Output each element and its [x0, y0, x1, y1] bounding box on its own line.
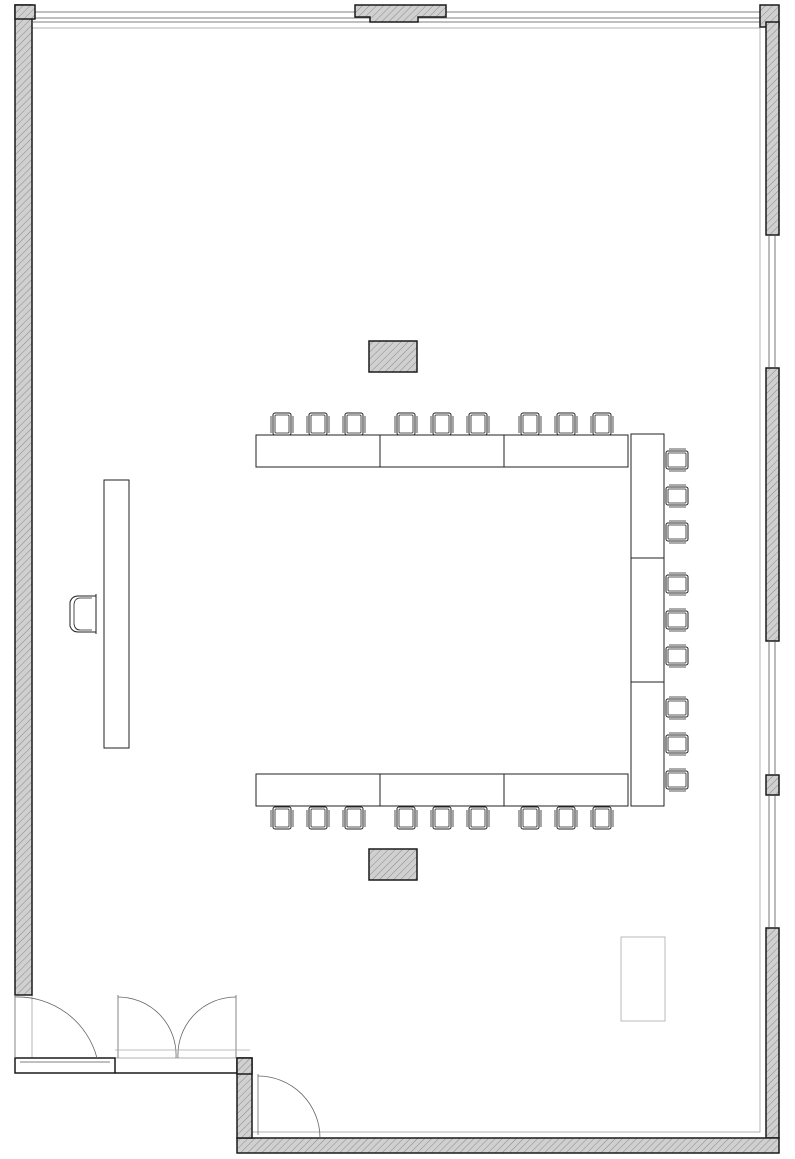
side-cabinet [620, 936, 666, 1022]
chair-column-right [665, 448, 689, 792]
door-swing-arc-left [14, 995, 98, 1059]
window-glazing-east [768, 235, 776, 928]
column-pillar-top [368, 340, 418, 373]
table-column-right [630, 433, 665, 807]
double-door-swing-arc [115, 995, 250, 1059]
table-row-top [255, 434, 629, 468]
wall-north-column [354, 4, 447, 23]
wall-west [14, 4, 33, 996]
door-swing-arc-bottom [257, 1074, 321, 1139]
chair-row-top [270, 412, 614, 436]
wall-east [759, 4, 780, 1139]
table-row-bottom [255, 773, 629, 807]
wall-south [14, 1057, 780, 1154]
wall-north-pier-left [14, 4, 36, 20]
column-pillar-bottom [368, 848, 418, 881]
chair-row-bottom [270, 806, 614, 830]
chair-icon-presenter [69, 594, 97, 634]
presenter-desk [103, 479, 130, 749]
